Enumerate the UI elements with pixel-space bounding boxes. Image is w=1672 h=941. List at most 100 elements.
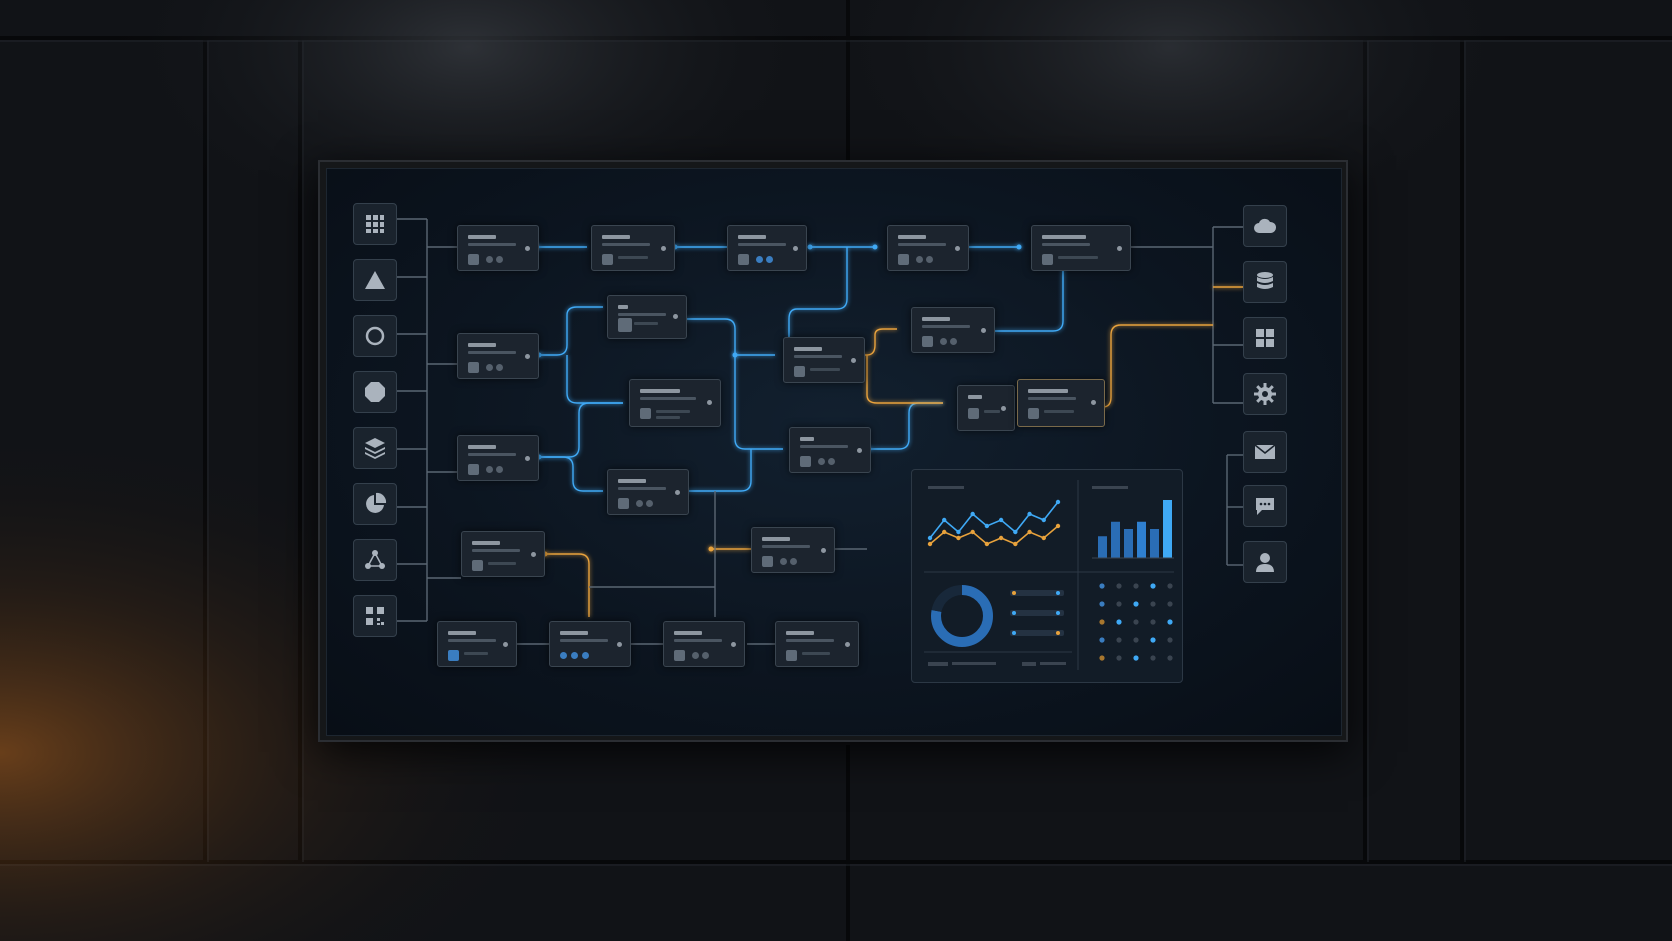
side-icon-cloud[interactable] bbox=[1243, 205, 1287, 247]
line-point bbox=[1041, 517, 1046, 523]
matrix-dot bbox=[1150, 583, 1156, 589]
user-icon bbox=[1256, 553, 1274, 572]
matrix-dot bbox=[1116, 637, 1122, 643]
workflow-node[interactable] bbox=[727, 225, 807, 271]
matrix-dot bbox=[1167, 619, 1173, 625]
side-icon-layers[interactable] bbox=[353, 427, 397, 469]
mail-icon bbox=[1254, 444, 1276, 459]
workflow-node[interactable] bbox=[1031, 225, 1131, 271]
bar bbox=[1150, 529, 1159, 558]
workflow-node[interactable] bbox=[751, 527, 835, 573]
line-point bbox=[984, 541, 990, 547]
qr-grid-icon bbox=[366, 607, 384, 625]
workflow-node[interactable] bbox=[775, 621, 859, 667]
matrix-dot bbox=[1099, 583, 1105, 589]
side-icon-database[interactable] bbox=[1243, 261, 1287, 303]
workflow-node[interactable] bbox=[591, 225, 675, 271]
line-point bbox=[1013, 529, 1018, 535]
donut-slice bbox=[931, 585, 993, 647]
matrix-dot bbox=[1150, 655, 1156, 661]
triangle-icon bbox=[365, 271, 385, 289]
circle-icon bbox=[365, 326, 385, 346]
line-point bbox=[1013, 541, 1018, 547]
matrix-dot bbox=[1116, 655, 1122, 661]
network-icon bbox=[365, 550, 385, 569]
line-point bbox=[956, 529, 961, 535]
matrix-dot bbox=[1167, 637, 1173, 643]
workflow-node[interactable] bbox=[549, 621, 631, 667]
line-point bbox=[927, 535, 933, 541]
workflow-node[interactable] bbox=[789, 427, 871, 473]
side-icon-triangle[interactable] bbox=[353, 259, 397, 301]
layers-icon bbox=[365, 438, 385, 459]
workflow-node[interactable] bbox=[663, 621, 745, 667]
side-icon-chat[interactable] bbox=[1243, 485, 1287, 527]
side-icon-qr[interactable] bbox=[353, 595, 397, 637]
bar bbox=[1137, 521, 1146, 558]
line-point bbox=[998, 535, 1004, 541]
display-panel-frame bbox=[318, 160, 1348, 742]
line-point bbox=[1027, 529, 1032, 535]
dot-matrix bbox=[1099, 583, 1173, 661]
windows-grid-icon bbox=[1256, 329, 1274, 347]
workflow-node[interactable] bbox=[461, 531, 545, 577]
workflow-node[interactable] bbox=[457, 225, 539, 271]
matrix-dot bbox=[1099, 619, 1105, 625]
side-icon-octagon[interactable] bbox=[353, 371, 397, 413]
line-point bbox=[998, 517, 1004, 523]
side-icon-user[interactable] bbox=[1243, 541, 1287, 583]
bar bbox=[1111, 521, 1120, 558]
workflow-node[interactable] bbox=[783, 337, 865, 383]
cloud-icon bbox=[1254, 218, 1277, 233]
line-point bbox=[970, 529, 975, 535]
workflow-node[interactable] bbox=[887, 225, 969, 271]
matrix-dot bbox=[1116, 619, 1122, 625]
line-point bbox=[942, 529, 947, 535]
matrix-dot bbox=[1133, 637, 1139, 643]
side-icon-windows[interactable] bbox=[1243, 317, 1287, 359]
bar bbox=[1124, 529, 1133, 558]
workflow-node[interactable] bbox=[457, 435, 539, 481]
side-icon-grid[interactable] bbox=[353, 203, 397, 245]
pie-chart-icon bbox=[366, 492, 387, 513]
line-series bbox=[929, 525, 1059, 545]
workflow-screen bbox=[326, 168, 1342, 736]
matrix-dot bbox=[1099, 655, 1105, 661]
side-icon-network[interactable] bbox=[353, 539, 397, 581]
matrix-dot bbox=[1167, 601, 1173, 607]
line-point bbox=[1041, 535, 1046, 541]
workflow-node[interactable] bbox=[457, 333, 539, 379]
line-chart bbox=[927, 499, 1061, 547]
side-icon-mail[interactable] bbox=[1243, 431, 1287, 473]
workflow-node[interactable] bbox=[911, 307, 995, 353]
side-icon-gear[interactable] bbox=[1243, 373, 1287, 415]
matrix-dot bbox=[1167, 655, 1173, 661]
matrix-dot bbox=[1099, 601, 1105, 607]
donut-chart bbox=[931, 585, 993, 647]
line-series bbox=[929, 501, 1059, 539]
line-point bbox=[927, 541, 933, 547]
workflow-node[interactable] bbox=[437, 621, 517, 667]
dashboard-charts bbox=[924, 480, 1174, 670]
line-point bbox=[956, 535, 961, 541]
chat-icon bbox=[1256, 498, 1274, 515]
matrix-dot bbox=[1133, 655, 1139, 661]
workflow-node[interactable] bbox=[957, 385, 1015, 431]
line-point bbox=[1055, 499, 1061, 505]
matrix-dot bbox=[1150, 601, 1156, 607]
workflow-node[interactable] bbox=[629, 379, 721, 427]
octagon-icon bbox=[365, 382, 385, 402]
gear-icon bbox=[1254, 383, 1276, 405]
line-point bbox=[942, 517, 947, 523]
matrix-dot bbox=[1133, 583, 1139, 589]
side-icon-circle[interactable] bbox=[353, 315, 397, 357]
bar-chart bbox=[1092, 500, 1174, 559]
bar bbox=[1098, 536, 1107, 558]
connector-lines bbox=[397, 218, 1243, 645]
side-icon-pie[interactable] bbox=[353, 483, 397, 525]
database-icon bbox=[1257, 272, 1273, 289]
workflow-node[interactable] bbox=[607, 469, 689, 515]
workflow-node[interactable] bbox=[1017, 379, 1105, 427]
line-point bbox=[1055, 523, 1061, 529]
workflow-node[interactable] bbox=[607, 295, 687, 339]
